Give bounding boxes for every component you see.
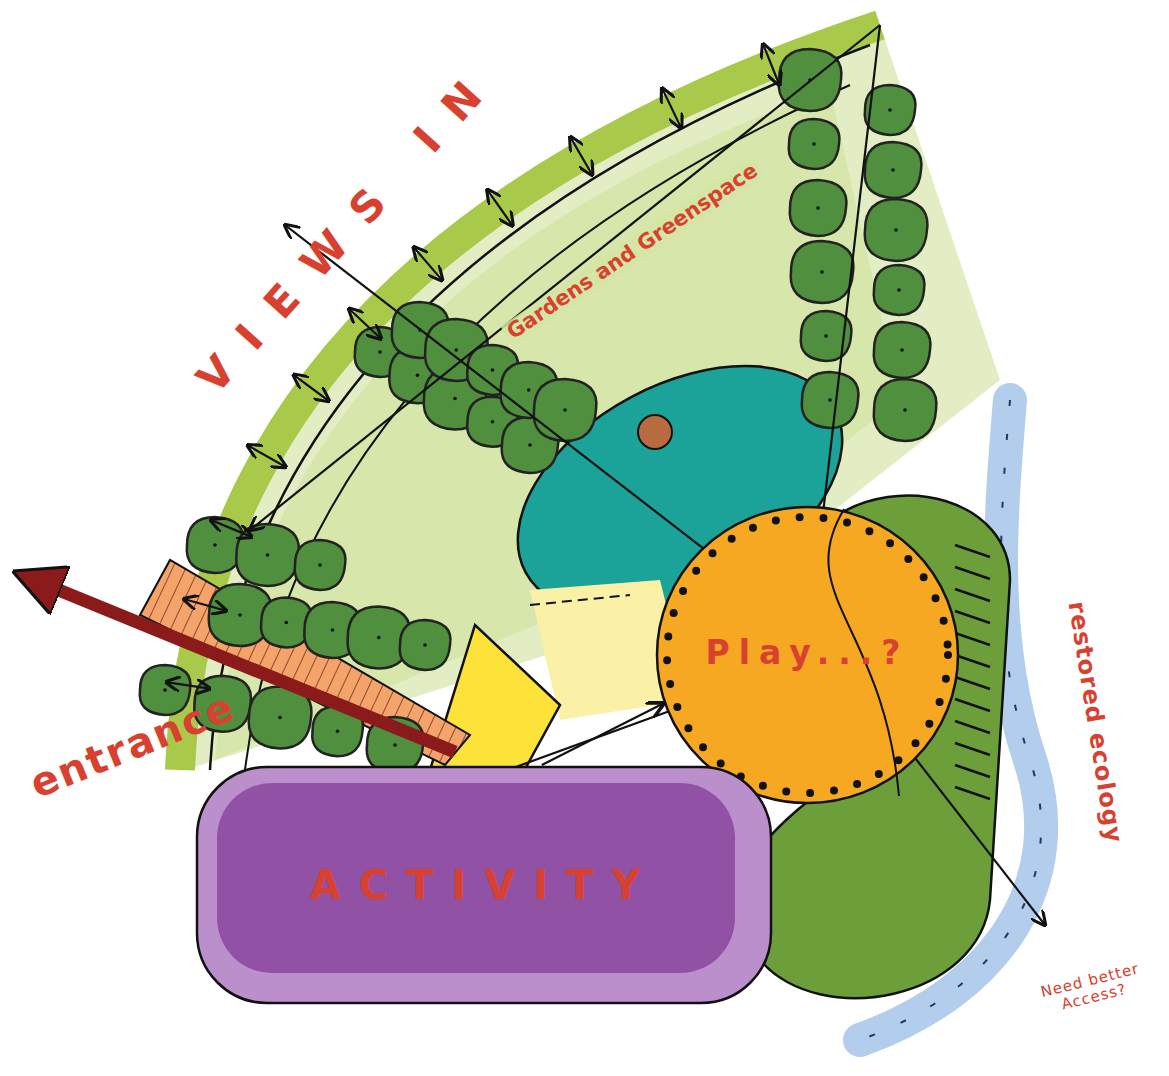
tree-trunk-dot — [897, 288, 901, 292]
node-label: ACTIVITY — [310, 862, 659, 908]
tree-trunk-dot — [491, 368, 495, 372]
tree-trunk-dot — [812, 142, 816, 146]
tree-trunk-dot — [213, 543, 217, 547]
meadow-hatching — [955, 545, 990, 799]
tree-trunk-dot — [284, 621, 288, 625]
tree-trunk-dot — [238, 613, 242, 617]
tree-trunk-dot — [278, 716, 282, 720]
view-double-arrow — [211, 520, 252, 537]
tree-trunk-dot — [336, 729, 340, 733]
tree-canopy — [400, 620, 451, 670]
tree-trunk-dot — [318, 563, 322, 567]
view-double-arrow — [349, 309, 381, 339]
view-double-arrow — [248, 445, 286, 467]
tree-canopy — [789, 119, 840, 169]
activity-inner — [217, 783, 735, 973]
hatch-stroke — [955, 743, 990, 755]
activity-outer — [197, 767, 771, 1003]
tree-trunk-dot — [824, 334, 828, 338]
view-double-arrow — [184, 599, 226, 611]
view-double-arrow — [166, 682, 210, 689]
tree-trunk-dot — [423, 643, 427, 647]
tree-canopy — [865, 142, 922, 198]
tree-trunk-dot — [266, 553, 270, 557]
view-arrow — [285, 225, 770, 600]
hatch-stroke — [955, 567, 990, 579]
tree-trunk-dot — [393, 743, 397, 747]
play-dot-ring — [667, 517, 948, 793]
connector-arrow — [542, 704, 663, 765]
tree-canopy — [802, 372, 859, 428]
hatch-stroke — [955, 721, 990, 733]
tree-canopy — [187, 517, 244, 573]
view-double-arrow — [294, 375, 329, 401]
tree-trunk-dot — [527, 388, 531, 392]
view-double-arrow — [487, 190, 512, 226]
tree-canopy — [534, 379, 597, 441]
tree-trunk-dot — [903, 408, 907, 412]
tree-canopy — [865, 199, 928, 261]
tree-trunk-dot — [454, 348, 458, 352]
tree-canopy — [791, 241, 854, 303]
tree-trunk-dot — [828, 398, 832, 402]
tree-canopy — [874, 379, 937, 441]
tree-canopy — [295, 540, 346, 590]
ecology-label: restored ecology — [1063, 599, 1127, 845]
hatch-stroke — [955, 677, 990, 689]
tree-trunk-dot — [891, 168, 895, 172]
tree-trunk-dot — [888, 108, 892, 112]
play-circle: Play...? — [655, 505, 960, 805]
tree-trunk-dot — [491, 420, 495, 424]
view-double-arrow — [662, 88, 681, 128]
tree-trunk-dot — [563, 408, 567, 412]
tree-trunk-dot — [894, 228, 898, 232]
hatch-stroke — [955, 765, 990, 777]
hatch-stroke — [955, 699, 990, 711]
tree-canopy — [874, 265, 925, 315]
activity-zone: ACTIVITY — [195, 765, 773, 1005]
hatch-stroke — [955, 787, 990, 799]
tree-trunk-dot — [528, 443, 532, 447]
tree-canopy — [874, 322, 931, 378]
tree-trunk-dot — [163, 688, 167, 692]
tree-canopy — [790, 180, 847, 236]
tree-clusters — [140, 49, 937, 773]
tree-trunk-dot — [416, 373, 420, 377]
tree-trunk-dot — [331, 628, 335, 632]
tree-trunk-dot — [820, 270, 824, 274]
node-label: Play...? — [706, 633, 910, 672]
hatch-stroke — [955, 545, 990, 557]
tree-trunk-dot — [377, 636, 381, 640]
access-note: Need better Access? — [1025, 956, 1159, 1019]
hatch-stroke — [955, 611, 990, 623]
dashed-edge — [530, 595, 630, 605]
tree-trunk-dot — [378, 350, 382, 354]
tree-trunk-dot — [453, 397, 457, 401]
pond-feature — [638, 415, 672, 449]
view-double-arrow — [763, 44, 779, 85]
hatch-stroke — [955, 655, 990, 667]
view-double-arrow — [414, 247, 443, 280]
tree-trunk-dot — [900, 348, 904, 352]
view-double-arrow — [570, 137, 592, 175]
hatch-stroke — [955, 589, 990, 601]
view-arrow — [250, 25, 880, 530]
tree-trunk-dot — [816, 206, 820, 210]
play-fill — [657, 507, 958, 803]
hatch-stroke — [955, 633, 990, 645]
